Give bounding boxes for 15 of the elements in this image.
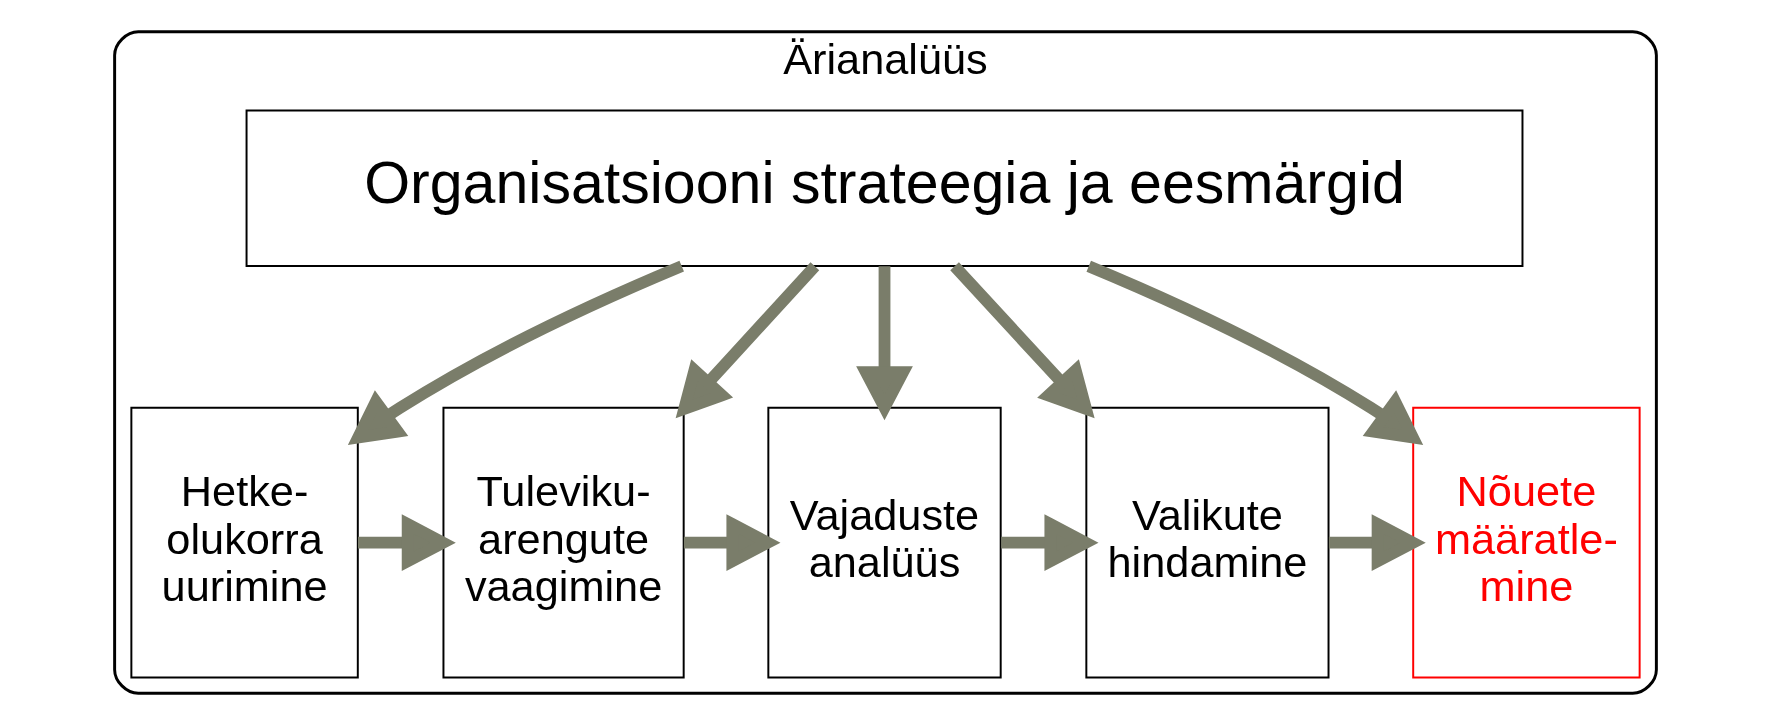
arrow	[949, 262, 1095, 419]
arrow	[357, 514, 456, 572]
arrow	[347, 260, 684, 445]
arrow	[683, 514, 780, 572]
node-box: Vajaduste analüüs	[766, 406, 1002, 679]
node-box: Organisatsiooni strateegia ja eesmärgid	[245, 109, 1523, 267]
node-box: Valikute hindamine	[1084, 406, 1329, 679]
node-box: Nõuete määratle- mine	[1411, 406, 1641, 679]
arrow	[1000, 514, 1098, 572]
arrow	[675, 262, 819, 419]
node-box: Tuleviku- arengute vaagimine	[441, 406, 685, 679]
arrow	[1328, 514, 1426, 572]
arrow	[855, 266, 913, 421]
arrow	[1085, 260, 1423, 445]
node-box: Hetke- olukorra uurimine	[129, 406, 359, 679]
